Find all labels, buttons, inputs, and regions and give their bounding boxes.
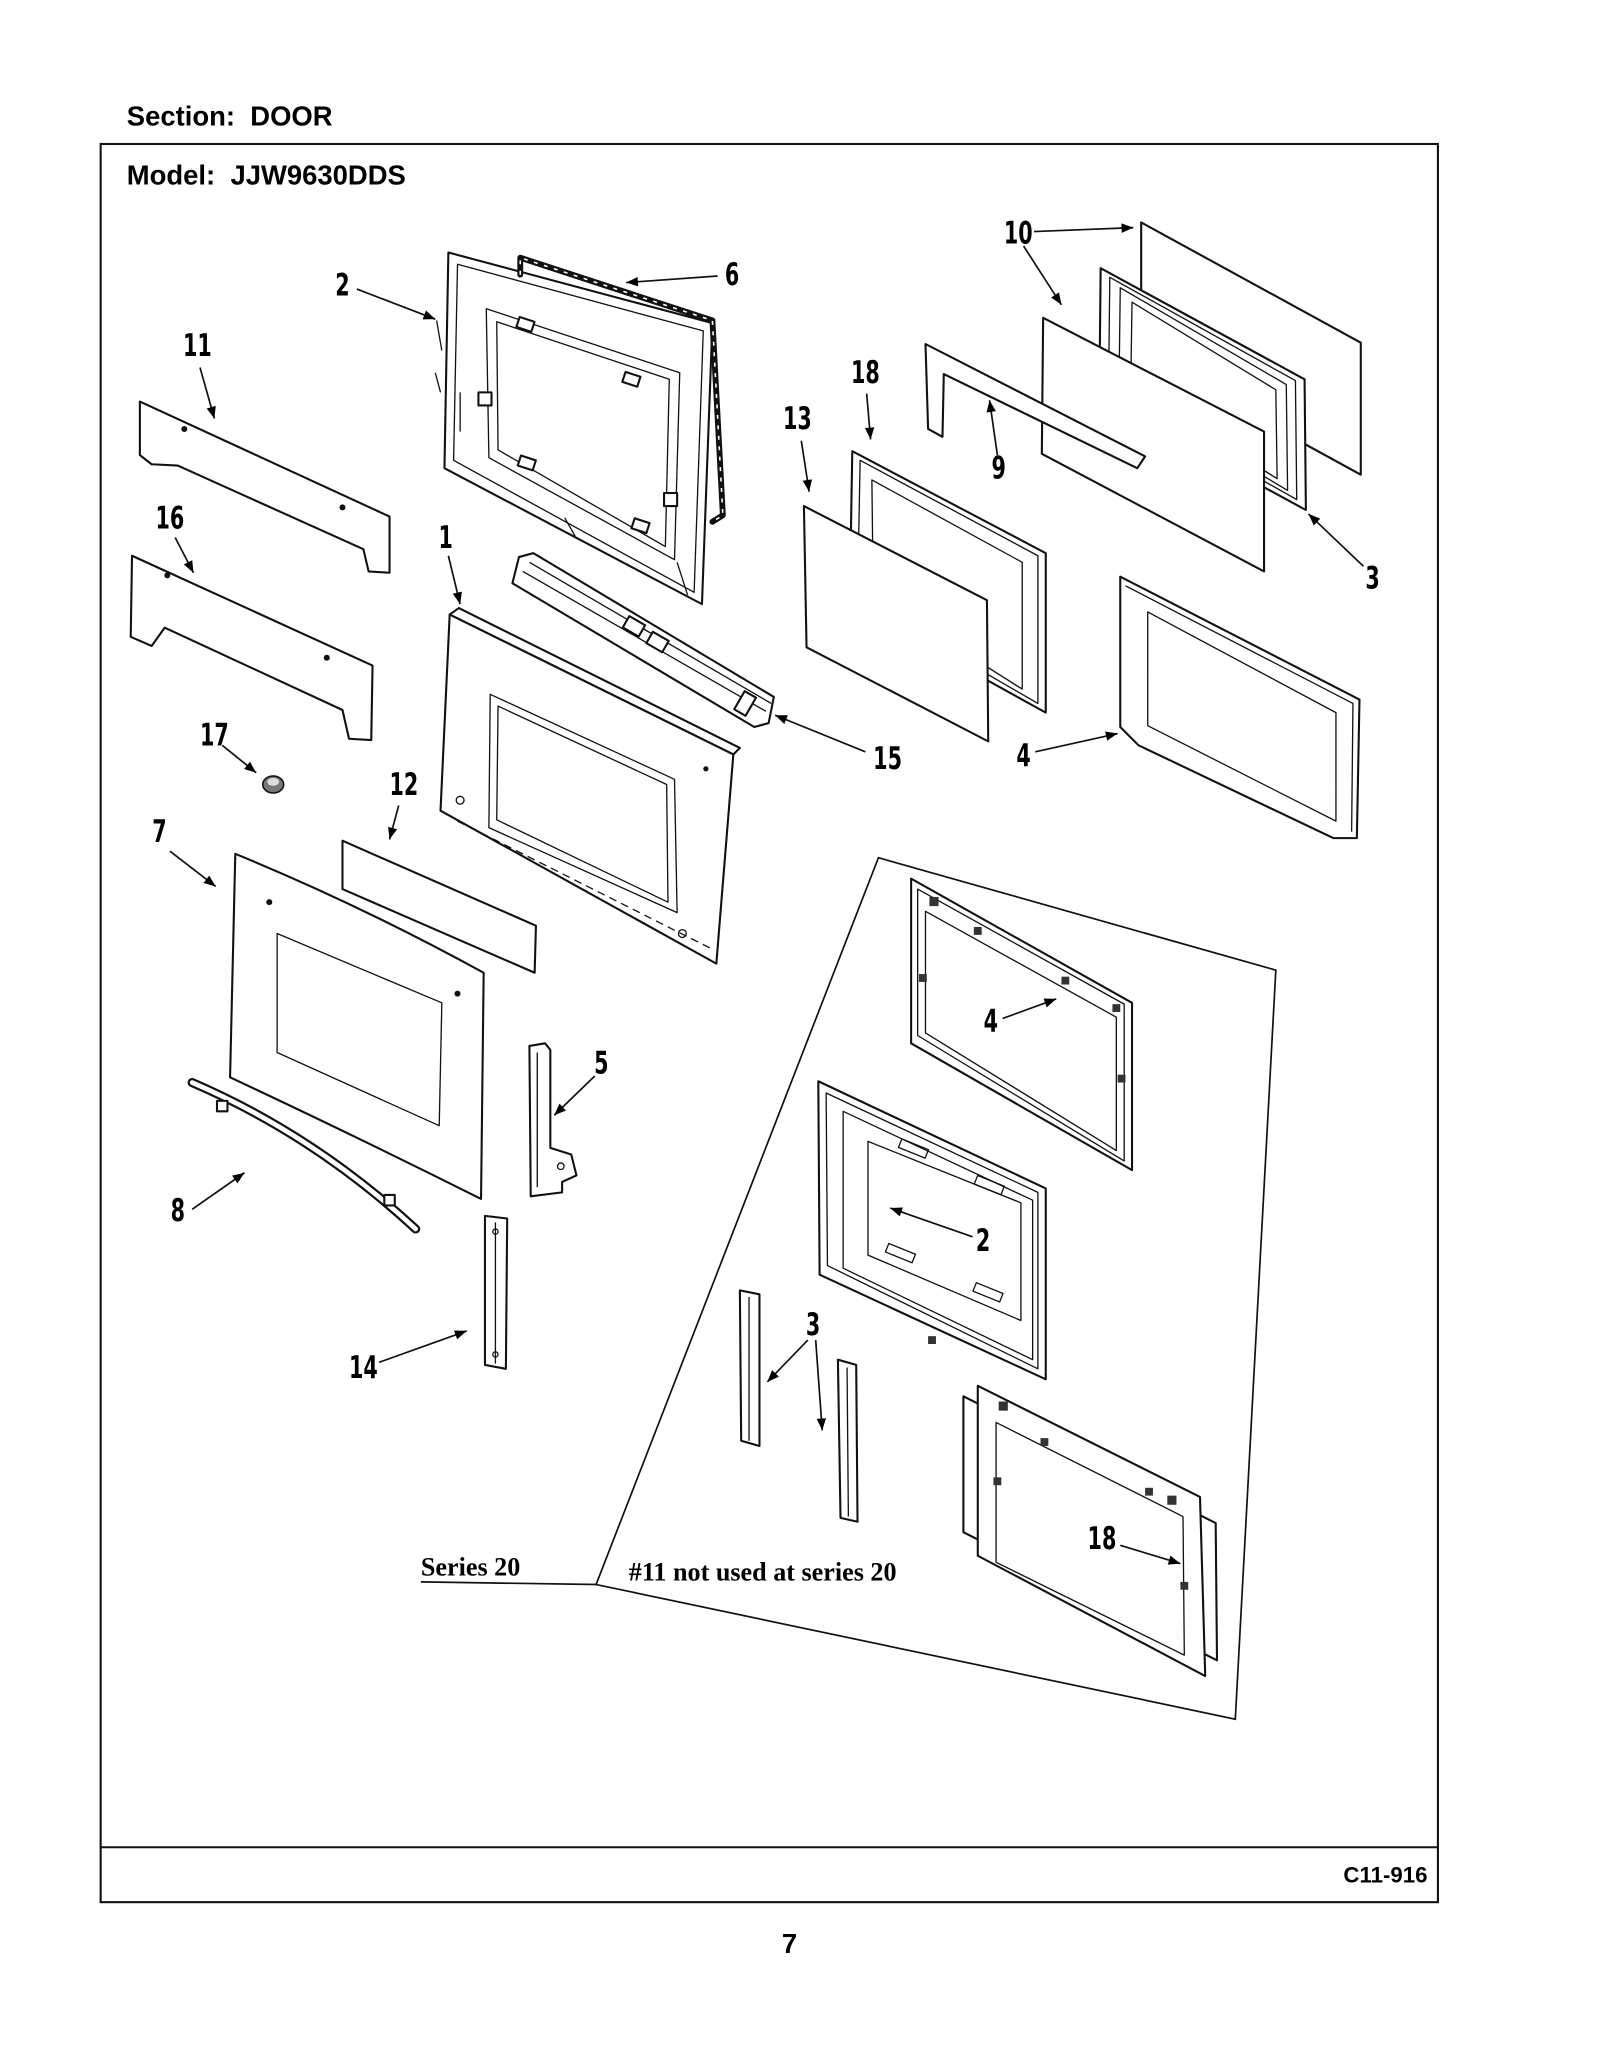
leader-7 — [169, 850, 217, 888]
inset-part-18-shape — [962, 1384, 1219, 1678]
leader-inset-2 — [889, 1207, 973, 1238]
leader-11 — [199, 367, 216, 419]
leader-8 — [191, 1172, 245, 1211]
callout-6: 6 — [725, 257, 739, 294]
callout-3: 3 — [1365, 560, 1379, 597]
diagram-frame — [99, 142, 1439, 1904]
part-7-shape — [229, 852, 485, 1200]
callout-5: 5 — [594, 1045, 608, 1082]
part-8-shape — [187, 1077, 421, 1234]
series-20-note: #11 not used at series 20 — [629, 1558, 897, 1587]
page-number: 7 — [782, 1928, 797, 1959]
part-9-shape — [924, 342, 1147, 470]
leader-12 — [388, 805, 400, 840]
callout-11: 11 — [183, 327, 212, 364]
part-6-shape — [517, 254, 726, 525]
leader-5 — [553, 1075, 596, 1116]
callout-12: 12 — [390, 767, 419, 804]
leader-6 — [626, 275, 718, 287]
part-2-shape — [434, 251, 714, 606]
callout-18: 18 — [851, 355, 880, 392]
inset-part-3-shape — [738, 1289, 859, 1523]
callout-7: 7 — [152, 814, 166, 851]
inset-part-4-shape — [910, 877, 1134, 1172]
callout-2: 2 — [335, 267, 349, 304]
leader-17 — [221, 744, 257, 774]
leader-15 — [774, 714, 866, 753]
callout-inset-18: 18 — [1088, 1521, 1117, 1558]
series-20-label: Series 20 — [421, 1552, 520, 1581]
callout-15: 15 — [873, 741, 902, 778]
leader-inset-18 — [1120, 1544, 1181, 1565]
leader-10a — [1033, 223, 1134, 233]
leader-1 — [447, 555, 462, 605]
leader-10b — [1022, 245, 1063, 306]
series-20-leader — [420, 1581, 597, 1586]
callout-13: 13 — [783, 401, 812, 438]
callout-9: 9 — [991, 450, 1005, 487]
callout-1: 1 — [439, 520, 453, 557]
leader-inset-3b — [814, 1340, 827, 1431]
part-4-shape — [1119, 575, 1361, 840]
callout-10: 10 — [1004, 215, 1033, 252]
leader-18 — [864, 393, 875, 440]
part-5-shape — [528, 1042, 578, 1198]
callout-16: 16 — [156, 500, 185, 537]
part-17-shape — [261, 775, 285, 794]
callout-inset-4: 4 — [984, 1003, 998, 1040]
callout-inset-3: 3 — [806, 1307, 820, 1344]
leader-inset-4 — [1002, 998, 1057, 1020]
part-14-shape — [483, 1214, 509, 1370]
leader-4 — [1035, 731, 1118, 753]
callout-8: 8 — [171, 1193, 185, 1230]
callout-inset-2: 2 — [976, 1223, 990, 1260]
part-15-shape — [511, 552, 775, 729]
inset-part-2-shape — [817, 1080, 1047, 1381]
leader-16 — [174, 537, 195, 574]
model-title: Model: JJW9630DDS — [127, 160, 406, 191]
callout-4: 4 — [1016, 738, 1030, 775]
leader-9 — [986, 400, 999, 456]
section-title: Section: DOOR — [127, 101, 333, 132]
leader-3 — [1307, 513, 1364, 567]
part-13-shape — [802, 505, 990, 743]
part-1-shape — [439, 607, 741, 965]
leader-13 — [800, 440, 813, 492]
part-12-shape — [341, 839, 537, 974]
series-20-inset-outline — [594, 856, 1277, 1721]
leader-inset-3a — [766, 1339, 809, 1383]
callout-14: 14 — [349, 1350, 378, 1387]
part-11-shape — [138, 400, 391, 574]
callout-17: 17 — [200, 717, 229, 754]
leader-2 — [356, 288, 436, 320]
part-16-shape — [129, 554, 374, 742]
leader-14 — [378, 1330, 467, 1364]
diagram-code: C11-916 — [1343, 1863, 1427, 1888]
